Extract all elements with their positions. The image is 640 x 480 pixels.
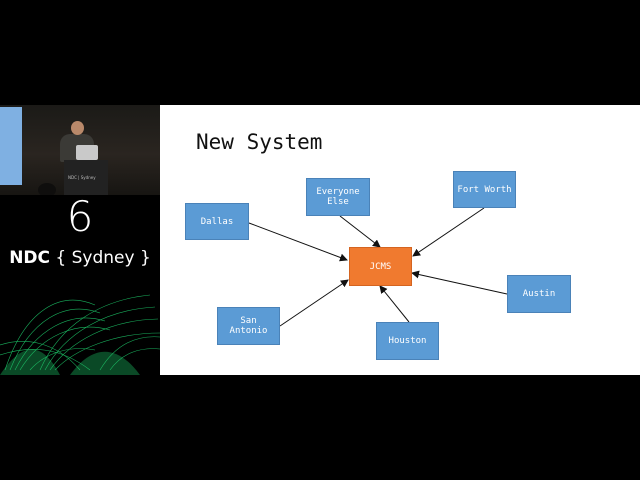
edge-fort-worth-jcms — [412, 207, 485, 257]
diagram-edges — [248, 207, 508, 327]
session-number: 6 — [66, 192, 94, 241]
edge-houston-jcms — [379, 285, 410, 323]
lectern-label: NDC | Sydney — [68, 175, 96, 180]
node-dallas: Dallas — [185, 203, 249, 240]
node-fort-worth: Fort Worth — [453, 171, 516, 208]
conference-logo: NDC { Sydney } — [0, 247, 160, 269]
audience-head — [38, 183, 56, 195]
stage-screen — [0, 107, 22, 185]
node-jcms: JCMS — [349, 247, 412, 286]
opera-house-art — [0, 294, 160, 375]
laptop-icon — [76, 145, 98, 160]
edge-dallas-jcms — [248, 222, 348, 262]
conference-logo-bold: NDC — [9, 248, 51, 268]
speaker-video: NDC | Sydney — [0, 105, 160, 195]
node-austin: Austin — [507, 275, 571, 313]
speaker-head — [71, 121, 84, 135]
conference-logo-city: { Sydney } — [55, 248, 151, 268]
node-houston: Houston — [376, 322, 439, 360]
presentation-slide: New System Dallas Everyone Else Fort Wor… — [160, 105, 640, 375]
node-everyone-else: Everyone Else — [306, 178, 370, 216]
edge-everyone-else-jcms — [339, 215, 381, 248]
conference-panel: NDC | Sydney 6 NDC { Sydney } — [0, 105, 160, 375]
edge-san-antonio-jcms — [279, 279, 349, 327]
node-san-antonio: San Antonio — [217, 307, 280, 345]
edge-austin-jcms — [411, 270, 508, 295]
lectern: NDC | Sydney — [64, 160, 108, 195]
slide-title: New System — [196, 130, 323, 154]
